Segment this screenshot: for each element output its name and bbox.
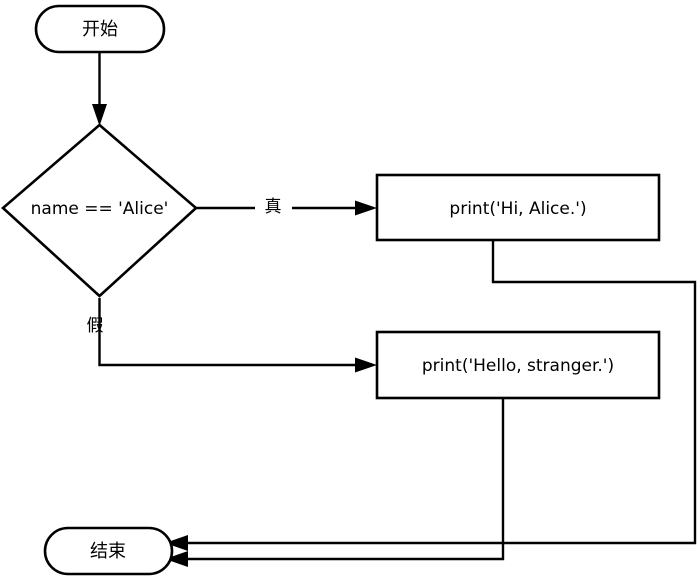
- edge-label-true: 真: [265, 197, 282, 217]
- node-decision[interactable]: name == 'Alice': [1, 123, 198, 298]
- edge-print-hello-to-end: [165, 398, 505, 567]
- end-node-shape: [43, 526, 174, 576]
- end-node-label: 结束: [90, 541, 126, 562]
- edge-start-to-decision: [92, 52, 107, 126]
- arrowhead-into-print-hi: [355, 200, 377, 216]
- node-print-hi[interactable]: print('Hi, Alice.'): [375, 173, 661, 242]
- node-print-hello[interactable]: print('Hello, stranger.'): [375, 330, 661, 400]
- arrowhead-into-end-upper: [165, 535, 188, 551]
- edge-line-print-hi-end: [180, 240, 697, 545]
- arrowhead-into-end-lower: [165, 551, 188, 567]
- decision-node-label: name == 'Alice': [31, 199, 169, 219]
- print-hello-node-label: print('Hello, stranger.'): [422, 356, 614, 376]
- edge-decision-false-to-print-hello: [98, 298, 377, 373]
- decision-node-shape: [1, 123, 198, 298]
- node-end[interactable]: 结束: [43, 526, 174, 576]
- print-hi-node-shape: [375, 173, 661, 242]
- edge-print-hi-to-end: [165, 240, 697, 551]
- start-node-label: 开始: [82, 19, 118, 40]
- edge-label-false: 假: [87, 316, 104, 336]
- edge-line-decision-false: [98, 298, 362, 367]
- start-node-shape: [34, 4, 166, 54]
- print-hi-node-label: print('Hi, Alice.'): [449, 199, 586, 219]
- edge-line-print-hello-end: [180, 398, 505, 561]
- print-hello-node-shape: [375, 330, 661, 400]
- arrowhead-into-print-hello: [355, 357, 377, 373]
- arrowhead-into-decision: [92, 104, 107, 126]
- node-start[interactable]: 开始: [34, 4, 166, 54]
- edge-decision-true-to-print-hi: [196, 200, 377, 216]
